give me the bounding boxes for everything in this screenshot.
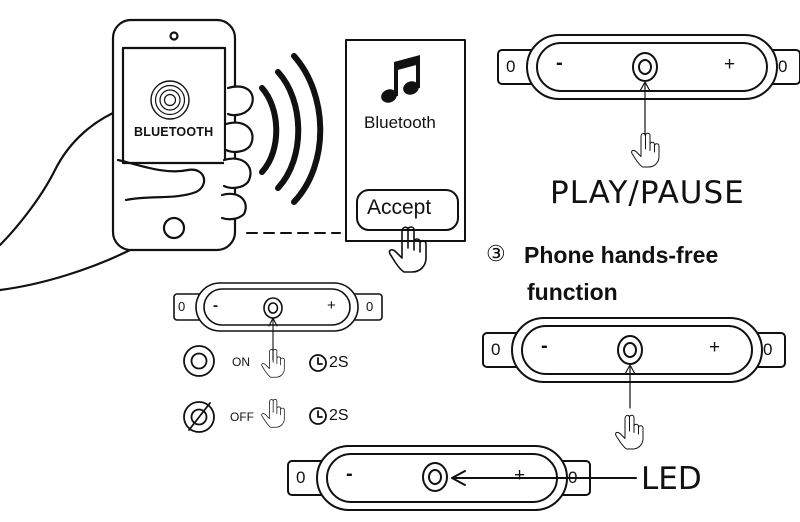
remote-control-play-pause [497, 34, 800, 136]
hands-free-title-line2: function [527, 279, 618, 305]
hand-holding-phone-illustration [0, 18, 254, 292]
remote-plus-label: + [327, 297, 336, 314]
remote-end-cap-left: 0 [491, 340, 501, 359]
play-pause-label: PLAY/PAUSE [550, 175, 745, 211]
popup-bluetooth-label: Bluetooth [364, 113, 436, 132]
remote-end-cap-right: 0 [778, 57, 788, 76]
remote-end-cap-right: 0 [763, 340, 773, 359]
power-on-duration: 2S [329, 354, 349, 371]
remote-end-cap-left: 0 [296, 468, 306, 487]
remote-control-led [287, 445, 591, 511]
tap-hand-icon-hands-free [615, 414, 644, 450]
phone-screen-label: BLUETOOTH [134, 125, 214, 139]
hands-free-step-number: ③ [486, 241, 506, 266]
remote-end-cap-right: 0 [366, 299, 374, 314]
music-note-icon [381, 55, 420, 103]
tap-hand-icon-accept [388, 226, 427, 273]
clock-icon-on [309, 354, 327, 372]
remote-minus-label: - [346, 463, 353, 485]
remote-minus-label: - [556, 52, 563, 74]
accept-button[interactable]: Accept [367, 196, 432, 219]
remote-control-hands-free [482, 317, 786, 409]
remote-control-power [173, 282, 383, 361]
signal-waves-icon [259, 53, 324, 205]
power-off-duration: 2S [329, 407, 349, 424]
power-on-label: ON [232, 355, 250, 369]
remote-plus-label: + [514, 465, 526, 486]
power-off-icon [183, 401, 215, 433]
power-off-label: OFF [230, 410, 254, 424]
led-label: LED [641, 461, 702, 497]
remote-minus-label: - [213, 297, 218, 314]
power-on-icon [183, 345, 215, 377]
led-pointer-arrow [451, 470, 637, 486]
hands-free-title-line1: Phone hands-free [524, 242, 719, 268]
remote-end-cap-right: 0 [568, 468, 578, 487]
remote-end-cap-left: 0 [506, 57, 516, 76]
tap-hand-icon-play [631, 132, 660, 168]
tap-hand-icon-off [261, 399, 285, 428]
remote-minus-label: - [541, 335, 548, 357]
remote-plus-label: + [724, 54, 736, 75]
remote-plus-label: + [709, 337, 721, 358]
clock-icon-off [309, 407, 327, 425]
remote-end-cap-left: 0 [178, 299, 186, 314]
